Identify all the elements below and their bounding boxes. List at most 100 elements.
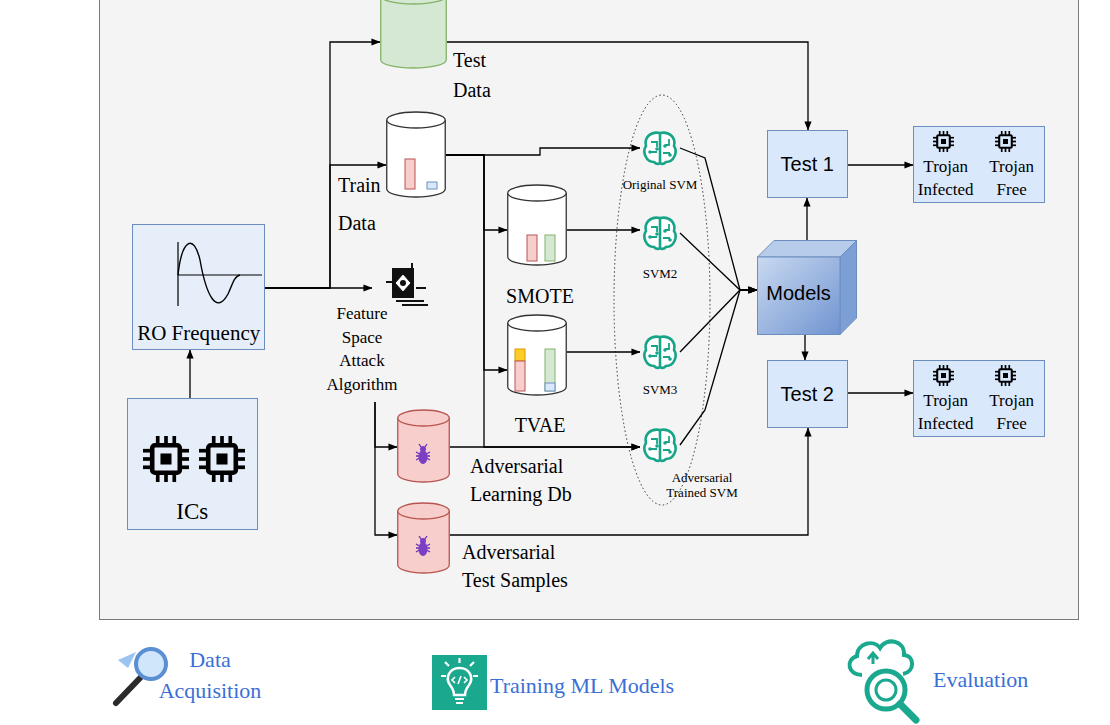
art-line [942,365,944,369]
art-line [950,137,954,139]
node-label: Trojan Infected [913,389,979,435]
art-line [180,465,189,469]
connector-arrow [446,155,507,230]
art-path [644,430,675,461]
art-line [1012,137,1016,139]
art-circle [663,144,667,148]
art-path [508,323,567,395]
result-box: Trojan InfectedTrojan Free [913,360,1045,437]
art-line [156,473,160,482]
art-path [644,218,675,249]
art-rect [208,445,236,473]
art-line [1012,371,1016,373]
art-rect [216,453,227,464]
art-circle [420,538,426,544]
art-line [143,449,152,453]
art-circle [420,446,426,452]
art-line [939,131,941,135]
art-line [1012,144,1016,146]
node-label: Adversarial Trained SVM [652,470,752,500]
art-line [950,140,954,142]
art-line [212,436,216,445]
art-line [164,473,168,482]
connector-arrow [680,290,757,445]
art-rect [392,268,414,298]
connector-arrow [446,148,640,155]
art-line [172,436,176,445]
art-path [508,193,567,265]
tvae-cylinder: TVAE [507,315,567,395]
art-path [758,241,857,258]
node-label: Models [757,281,840,305]
node-label: SMOTE [490,283,590,309]
art-line [180,449,189,453]
connector-arrow [680,148,757,290]
node-art [640,128,680,168]
art-line [933,371,937,373]
art-rect [427,182,437,189]
ic-box: ICs [127,398,258,530]
art-line [1001,365,1003,369]
art-line [212,473,216,482]
test-box: Test 2 [767,360,848,428]
art-path [650,433,670,457]
connector-arrow [446,155,640,447]
connector-arrow [567,229,640,230]
art-rect [941,139,946,144]
art-path [178,242,262,306]
art-circle [668,153,672,157]
art-circle [648,150,652,154]
art-circle [655,232,659,236]
art-path [398,418,450,482]
art-line [180,457,189,461]
art-rect [545,235,555,261]
art-circle [136,649,166,679]
art-circle [668,357,672,361]
art-rect [515,361,525,391]
art-path [644,337,675,368]
art-circle [400,280,406,286]
art-circle [668,238,672,242]
art-line [950,374,954,376]
art-path [650,221,670,245]
legend-label: Evaluation [933,664,1073,695]
connector-arrow [265,42,380,288]
node-label: ICs [127,499,258,525]
art-line [1004,365,1006,369]
node-label: SVM2 [610,266,710,282]
art-path [644,133,675,164]
art-line [946,365,948,369]
art-line [933,374,937,376]
art-line [143,457,152,461]
art-line [236,449,245,453]
connector-arrow [265,165,386,288]
svm-model: SVM3 [640,332,680,372]
art-path [386,263,428,305]
art-line [1012,140,1016,142]
connector-arrow [375,402,397,447]
legend-label: Training ML Models [490,670,730,701]
art-ellipse [508,185,567,201]
connector-arrow [189,350,190,398]
art-line [199,457,208,461]
art-path [387,120,446,197]
art-ellipse [508,315,567,331]
models-cube: Models [757,240,857,335]
art-path [395,274,411,292]
panel [100,0,1079,620]
art-line [156,436,160,445]
art-line [995,374,999,376]
art-rect [405,159,415,189]
node-label: Test 2 [767,382,848,406]
art-line [116,677,141,703]
art-ellipse [398,410,450,426]
art-circle [648,354,652,358]
connector-arrow [804,335,805,360]
art-ellipse [419,450,428,464]
art-path [441,658,478,703]
art-line [995,137,999,139]
art-rect [1003,373,1008,378]
art-path [398,511,450,573]
connector-arrow [806,198,807,240]
node-label: Adversarial Learning Db [470,452,595,508]
